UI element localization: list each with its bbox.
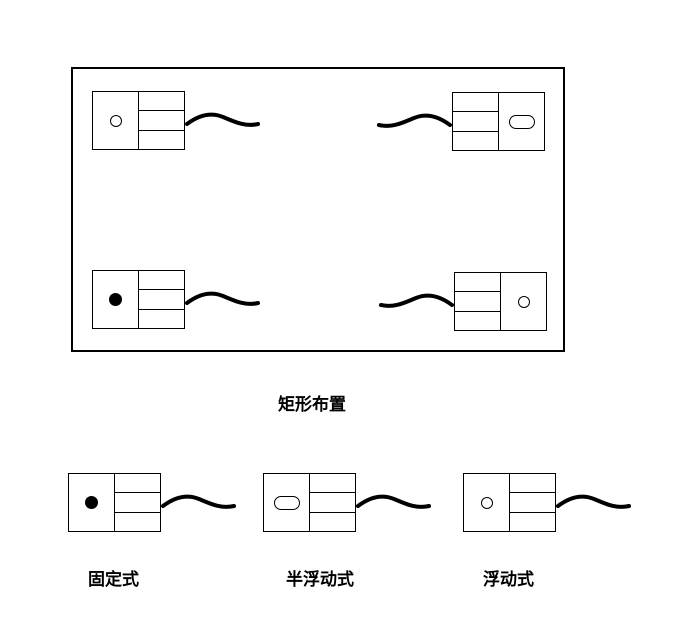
sensor-top-right xyxy=(376,92,545,151)
sensor-body-cell xyxy=(139,111,184,131)
legend-caption-semi-floating: 半浮动式 xyxy=(286,570,354,589)
sensor-body xyxy=(452,92,499,151)
legend-sensor-fixed xyxy=(68,473,237,532)
mount-plate xyxy=(498,92,545,151)
sensor-body-cell xyxy=(115,474,160,494)
arrangement-caption: 矩形布置 xyxy=(278,395,346,414)
mount-symbol-icon xyxy=(508,114,535,129)
sensor-body-cell xyxy=(310,474,355,494)
sensor-body-cell xyxy=(453,112,498,132)
sensor-body-cell xyxy=(510,474,555,494)
sensor-body xyxy=(138,91,185,150)
cable-icon xyxy=(356,494,431,509)
sensor-body xyxy=(309,473,356,532)
mount-plate xyxy=(463,473,510,532)
sensor-body-cell xyxy=(139,92,184,112)
sensor-top-left xyxy=(92,91,261,150)
mount-symbol-icon xyxy=(480,496,493,509)
legend-caption-floating: 浮动式 xyxy=(483,570,534,589)
mount-symbol-icon xyxy=(273,495,300,510)
sensor-body-cell xyxy=(139,271,184,291)
mount-plate xyxy=(68,473,115,532)
sensor-body-cell xyxy=(310,513,355,531)
mount-symbol-icon xyxy=(109,114,122,127)
mount-symbol-icon xyxy=(517,295,530,308)
sensor-body-cell xyxy=(455,312,500,330)
cable-icon xyxy=(185,291,260,306)
sensor-body-cell xyxy=(510,513,555,531)
sensor-body-cell xyxy=(139,290,184,310)
cable-icon xyxy=(161,494,236,509)
sensor-body-cell xyxy=(139,310,184,328)
platform-outline xyxy=(71,67,565,352)
sensor-body-cell xyxy=(455,273,500,293)
sensor-body-cell xyxy=(453,93,498,113)
sensor-body xyxy=(138,270,185,329)
sensor-body xyxy=(114,473,161,532)
sensor-body-cell xyxy=(115,513,160,531)
cable-icon xyxy=(185,112,260,127)
legend-caption-fixed: 固定式 xyxy=(88,570,139,589)
mount-plate xyxy=(92,270,139,329)
sensor-body xyxy=(454,272,501,331)
sensor-body-cell xyxy=(455,292,500,312)
sensor-body-cell xyxy=(453,132,498,150)
legend-sensor-semi-floating xyxy=(263,473,432,532)
sensor-body xyxy=(509,473,556,532)
sensor-bottom-left xyxy=(92,270,261,329)
sensor-body-cell xyxy=(510,493,555,513)
sensor-body-cell xyxy=(310,493,355,513)
legend-sensor-floating xyxy=(463,473,632,532)
sensor-bottom-right xyxy=(378,272,547,331)
cable-icon xyxy=(556,494,631,509)
sensor-body-cell xyxy=(115,493,160,513)
mount-symbol-icon xyxy=(85,496,98,509)
mount-plate xyxy=(263,473,310,532)
mount-plate xyxy=(92,91,139,150)
mount-symbol-icon xyxy=(109,293,122,306)
sensor-body-cell xyxy=(139,131,184,149)
mount-plate xyxy=(500,272,547,331)
cable-icon xyxy=(379,293,454,308)
cable-icon xyxy=(377,113,452,128)
